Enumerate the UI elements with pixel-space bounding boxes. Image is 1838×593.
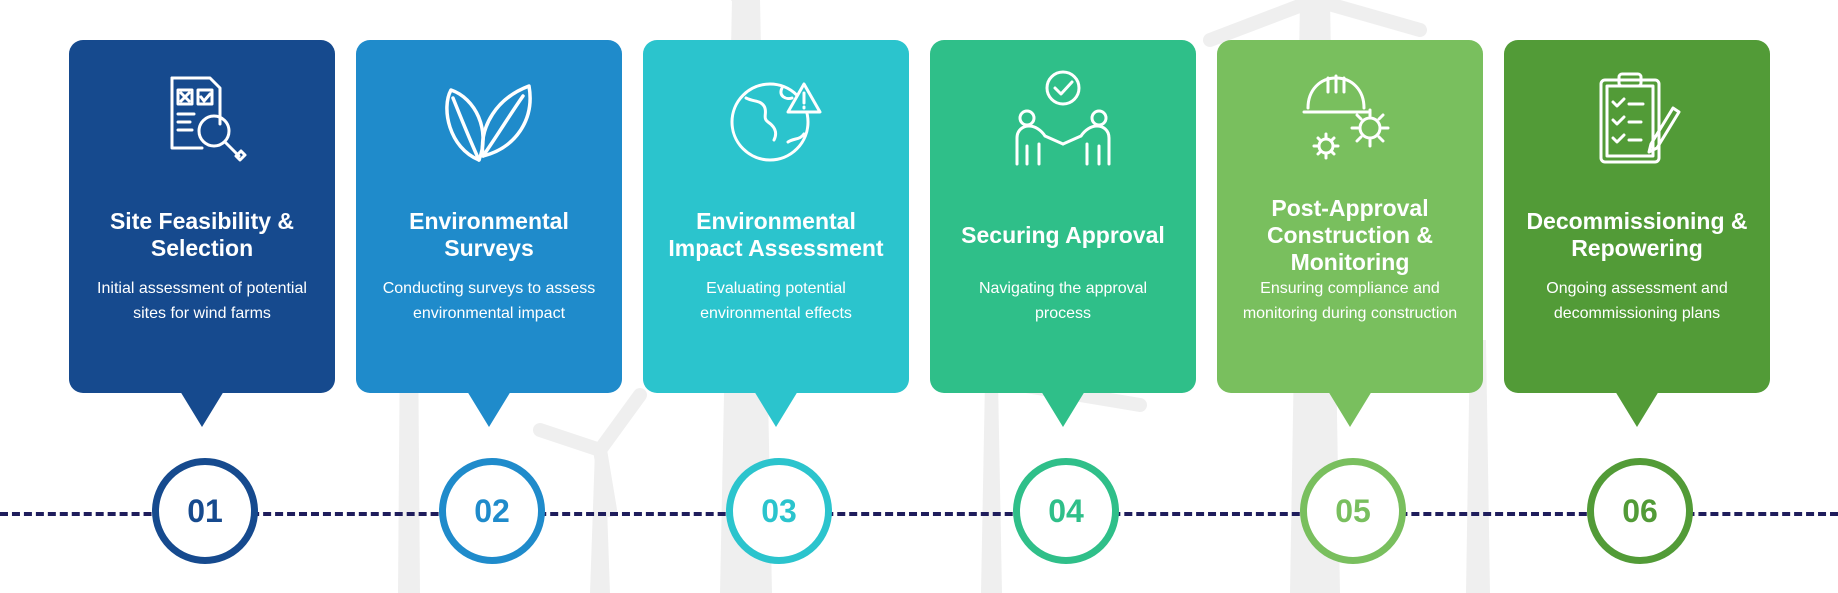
step-number-badge: 05 bbox=[1300, 458, 1406, 564]
handshake-approval-icon bbox=[1013, 68, 1113, 168]
timeline-dashed-line bbox=[0, 512, 1838, 516]
step-description: Conducting surveys to assess environment… bbox=[378, 276, 600, 326]
step-4: Securing Approval Navigating the approva… bbox=[930, 40, 1196, 393]
step-number-badge: 04 bbox=[1013, 458, 1119, 564]
step-description: Evaluating potential environmental effec… bbox=[665, 276, 887, 326]
step-title: Site Feasibility & Selection bbox=[83, 192, 321, 278]
step-description: Ongoing assessment and decommissioning p… bbox=[1526, 276, 1748, 326]
step-title: Environmental Impact Assessment bbox=[657, 192, 895, 278]
step-title: Environmental Surveys bbox=[370, 192, 608, 278]
step-6: Decommissioning & Repowering Ongoing ass… bbox=[1504, 40, 1770, 393]
step-number-badge: 06 bbox=[1587, 458, 1693, 564]
step-description: Initial assessment of potential sites fo… bbox=[91, 276, 313, 326]
step-5: Post-Approval Construction & Monitoring … bbox=[1217, 40, 1483, 393]
step-3: Environmental Impact Assessment Evaluati… bbox=[643, 40, 909, 393]
step-card: Securing Approval Navigating the approva… bbox=[930, 40, 1196, 393]
step-title: Decommissioning & Repowering bbox=[1518, 192, 1756, 278]
step-number-badge: 01 bbox=[152, 458, 258, 564]
step-title: Post-Approval Construction & Monitoring bbox=[1231, 192, 1469, 278]
step-2: Environmental Surveys Conducting surveys… bbox=[356, 40, 622, 393]
step-card: Environmental Impact Assessment Evaluati… bbox=[643, 40, 909, 393]
hardhat-gears-icon bbox=[1300, 68, 1400, 168]
leaves-icon bbox=[439, 68, 539, 168]
step-card: Site Feasibility & Selection Initial ass… bbox=[69, 40, 335, 393]
step-card: Decommissioning & Repowering Ongoing ass… bbox=[1504, 40, 1770, 393]
clipboard-checklist-icon bbox=[1587, 68, 1687, 168]
step-title: Securing Approval bbox=[944, 192, 1182, 278]
globe-warning-icon bbox=[726, 68, 826, 168]
step-description: Ensuring compliance and monitoring durin… bbox=[1239, 276, 1461, 326]
checklist-magnifier-icon bbox=[152, 68, 252, 168]
step-card: Post-Approval Construction & Monitoring … bbox=[1217, 40, 1483, 393]
step-number-badge: 03 bbox=[726, 458, 832, 564]
step-number-badge: 02 bbox=[439, 458, 545, 564]
step-1: Site Feasibility & Selection Initial ass… bbox=[69, 40, 335, 393]
step-description: Navigating the approval process bbox=[952, 276, 1174, 326]
step-card: Environmental Surveys Conducting surveys… bbox=[356, 40, 622, 393]
